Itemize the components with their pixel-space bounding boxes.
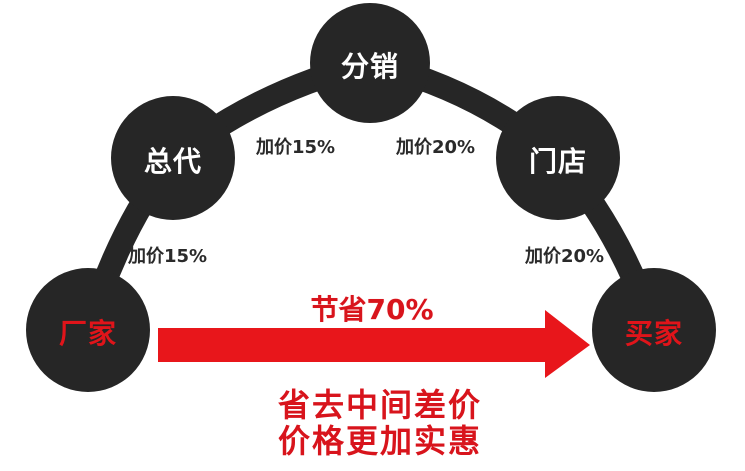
slogan-line-1: 省去中间差价 (277, 386, 482, 424)
savings-label: 节省70% (310, 293, 434, 326)
node-buyer (592, 268, 716, 392)
node-label-distributor: 分销 (340, 50, 399, 83)
node-manufacturer (26, 268, 150, 392)
node-store (496, 96, 620, 220)
markup-label-1: 加价15% (128, 246, 208, 267)
node-label-general-agent: 总代 (143, 145, 202, 178)
node-label-buyer: 买家 (624, 317, 683, 350)
node-label-store: 门店 (528, 145, 587, 178)
node-label-manufacturer: 厂家 (58, 317, 117, 350)
markup-label-3: 加价20% (396, 137, 476, 158)
markup-label-4: 加价20% (525, 246, 605, 267)
node-distributor (310, 3, 430, 123)
slogan-line-2: 价格更加实惠 (277, 422, 482, 460)
node-general-agent (111, 96, 235, 220)
markup-label-2: 加价15% (256, 137, 336, 158)
direct-arrow (158, 310, 590, 378)
